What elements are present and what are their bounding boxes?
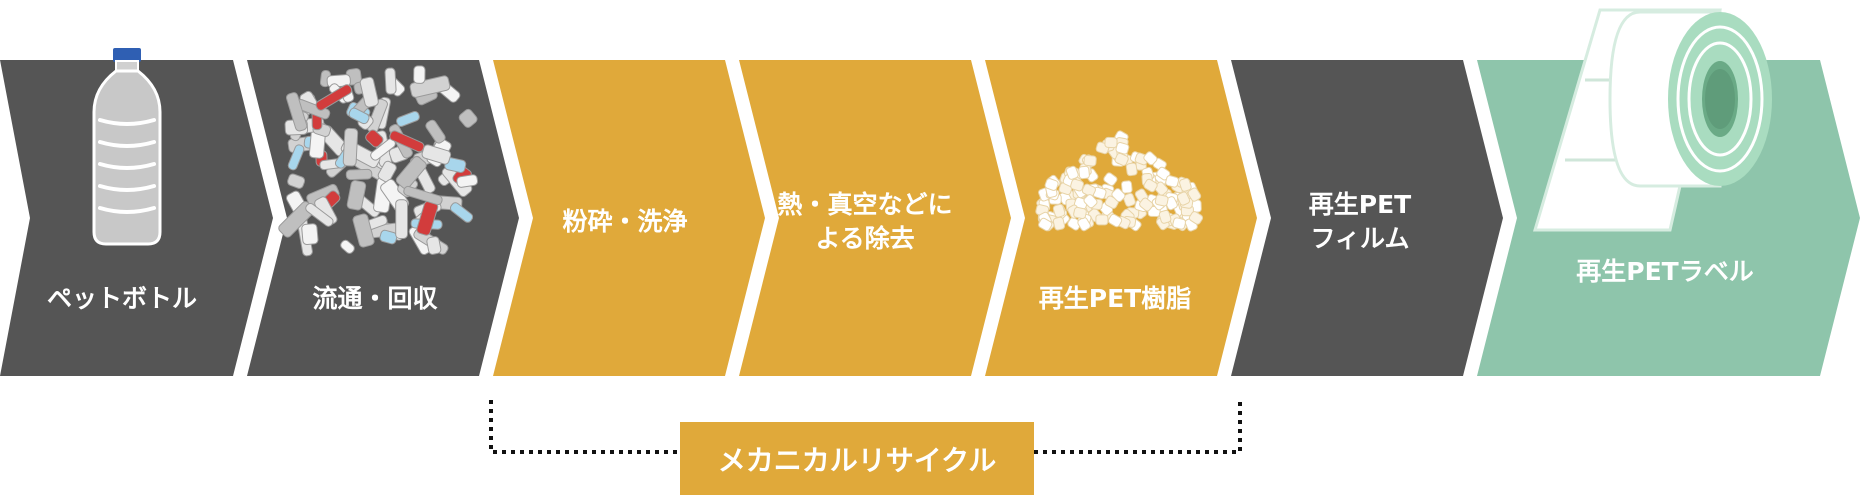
crushed-bottle-piece bbox=[395, 199, 408, 240]
crushed-bottle-piece bbox=[377, 160, 397, 183]
crushed-bottle-piece bbox=[384, 67, 397, 95]
resin-pellet bbox=[1187, 187, 1202, 202]
pellets-icon bbox=[1035, 130, 1204, 232]
crushed-bottle-piece bbox=[340, 239, 355, 254]
crushed-bottle-piece bbox=[352, 213, 375, 248]
crushed-bottle-piece bbox=[342, 127, 359, 167]
step-label-pet-bottle: ペットボトル bbox=[46, 284, 198, 313]
crushed-bottle-piece bbox=[365, 129, 384, 148]
resin-pellet bbox=[1120, 180, 1133, 194]
crushed-bottle-piece bbox=[301, 223, 319, 245]
resin-pellet bbox=[1188, 211, 1204, 225]
crushed-bottle-piece bbox=[287, 173, 306, 189]
resin-pellet bbox=[1139, 197, 1154, 212]
resin-pellet bbox=[1038, 217, 1053, 232]
crushed-bottle-piece bbox=[346, 180, 367, 211]
crushed-bottle-piece bbox=[426, 236, 442, 255]
step-label-label: 再生PETラベル bbox=[1576, 257, 1754, 286]
resin-pellet bbox=[1077, 216, 1091, 232]
mechanical-recycling-label: メカニカルリサイクル bbox=[680, 422, 1034, 495]
resin-pellet bbox=[1095, 214, 1109, 226]
crushed-bottle-piece bbox=[409, 75, 451, 98]
step-chevron-film bbox=[1231, 60, 1503, 376]
label-roll-icon bbox=[1532, 8, 1772, 232]
resin-pellet bbox=[1065, 165, 1079, 180]
resin-pellet bbox=[1103, 172, 1118, 187]
crushed-bottle-piece bbox=[286, 92, 308, 132]
crushed-bottle-piece bbox=[413, 65, 426, 84]
crushed-bottle-piece bbox=[421, 144, 452, 165]
resin-pellet bbox=[1143, 178, 1158, 193]
crushed-bottle-piece bbox=[379, 229, 398, 245]
crushed-bottle-piece bbox=[449, 202, 474, 223]
resin-pellet bbox=[1104, 136, 1118, 149]
resin-pellet bbox=[1176, 191, 1191, 206]
resin-pellet bbox=[1172, 217, 1187, 230]
resin-pellet bbox=[1081, 183, 1096, 197]
resin-pellet bbox=[1083, 154, 1097, 167]
resin-pellet bbox=[1114, 152, 1129, 166]
crushed-bottle-piece bbox=[345, 168, 373, 181]
crushed-bottle-piece bbox=[456, 174, 479, 188]
crushed-bottle-piece bbox=[348, 107, 370, 125]
resin-pellet bbox=[1179, 177, 1192, 192]
step-label-crush-wash: 粉砕・洗浄 bbox=[562, 207, 688, 236]
crushed-bottle-piece bbox=[425, 119, 446, 144]
resin-pellet bbox=[1125, 162, 1138, 177]
crushed-bottle-piece bbox=[403, 185, 443, 206]
resin-pellet bbox=[1073, 206, 1087, 220]
bottle-icon bbox=[92, 48, 162, 246]
resin-pellet bbox=[1044, 178, 1059, 191]
crushed-bottle-piece bbox=[359, 76, 379, 108]
resin-pellet bbox=[1052, 216, 1066, 231]
resin-pellet bbox=[1108, 213, 1123, 228]
step-chevron-crush-wash bbox=[493, 60, 765, 376]
resin-pellet bbox=[1165, 175, 1180, 188]
resin-pellet bbox=[1154, 194, 1169, 207]
crushed-bottle-piece bbox=[315, 84, 353, 111]
resin-pellet bbox=[1143, 151, 1158, 166]
resin-pellet bbox=[1070, 178, 1085, 192]
crushed-bottle-piece bbox=[287, 144, 305, 171]
crushed-bottle-piece bbox=[305, 202, 334, 227]
resin-pellet bbox=[1158, 209, 1172, 224]
step-chevron-heat-vacuum bbox=[739, 60, 1011, 376]
resin-pellet bbox=[1078, 165, 1090, 180]
resin-pellet bbox=[1111, 188, 1126, 203]
crushed-bottle-piece bbox=[458, 108, 478, 128]
step-label-film: 再生PET フィルム bbox=[1308, 190, 1412, 253]
step-label-heat-vacuum: 熱・真空などに よる除去 bbox=[777, 190, 953, 253]
step-label-resin: 再生PET樹脂 bbox=[1038, 284, 1192, 313]
resin-pellet bbox=[1122, 192, 1136, 207]
step-label-distribution: 流通・回収 bbox=[312, 284, 438, 313]
crushed-bottles-icon bbox=[278, 65, 479, 257]
crushed-bottle-piece bbox=[395, 156, 427, 190]
resin-pellet bbox=[1052, 203, 1066, 218]
crushed-bottle-piece bbox=[396, 110, 420, 127]
resin-pellet bbox=[1083, 194, 1098, 209]
